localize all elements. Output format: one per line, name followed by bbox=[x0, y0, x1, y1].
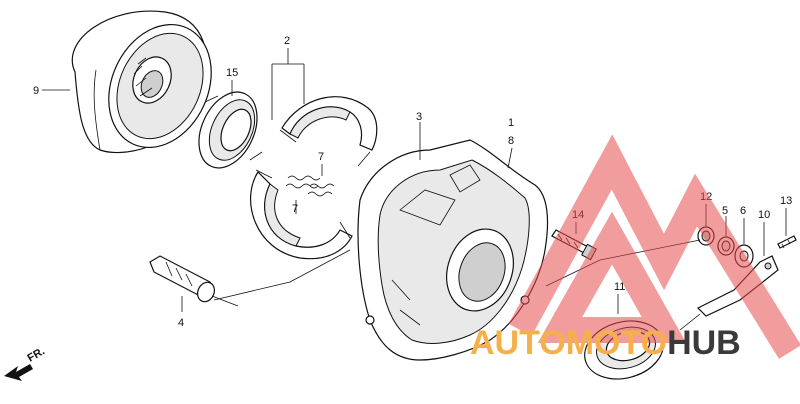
callout-3: 3 bbox=[416, 111, 422, 123]
front-label: FR. bbox=[26, 345, 47, 364]
callout-13: 13 bbox=[780, 195, 792, 207]
callout-11: 11 bbox=[614, 281, 625, 293]
callout-4: 4 bbox=[178, 317, 184, 329]
callout-7-upper: 7 bbox=[318, 151, 324, 163]
spring-part-7-right bbox=[307, 183, 335, 197]
brake-shoe-upper-part-2 bbox=[279, 96, 378, 167]
callout-6: 6 bbox=[740, 205, 746, 217]
brake-drum-part-9 bbox=[71, 10, 212, 154]
bolt-part-13 bbox=[777, 235, 797, 249]
brake-panel-housing-part-8 bbox=[357, 139, 549, 361]
front-arrow-icon bbox=[4, 364, 33, 381]
brake-shoe-lower-part-2 bbox=[250, 169, 353, 260]
bearing-part-15 bbox=[198, 91, 263, 169]
callout-5: 5 bbox=[722, 205, 728, 217]
brake-cam-part-4 bbox=[149, 255, 239, 307]
watermark: AUTOMOTOHUB bbox=[470, 134, 800, 362]
callout-2: 2 bbox=[284, 35, 290, 47]
watermark-text: AUTOMOTOHUB bbox=[470, 324, 741, 362]
callout-15: 15 bbox=[226, 67, 238, 79]
watermark-word-automoto: AUTOMOTO bbox=[470, 324, 667, 362]
watermark-logo-mark bbox=[508, 134, 800, 359]
callout-10: 10 bbox=[758, 209, 770, 221]
callout-7-lower: 7 bbox=[292, 203, 298, 215]
watermark-inner-triangle bbox=[537, 211, 687, 343]
watermark-word-hub: HUB bbox=[667, 324, 741, 362]
callout-1: 1 bbox=[508, 117, 514, 129]
callout-8: 8 bbox=[508, 135, 514, 147]
front-direction-marker: FR. bbox=[4, 345, 47, 381]
spring-part-7-left bbox=[285, 175, 321, 189]
callout-9: 9 bbox=[33, 85, 39, 97]
